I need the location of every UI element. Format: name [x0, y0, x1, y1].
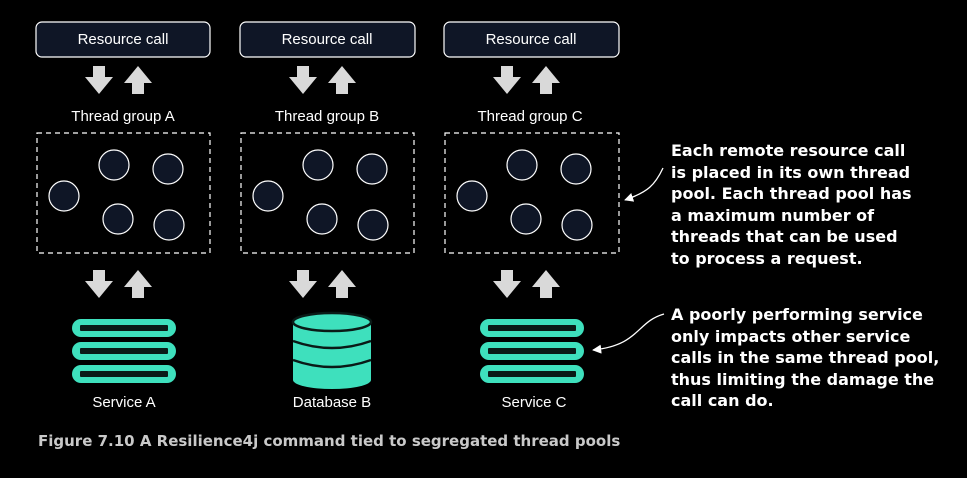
figure-caption: Figure 7.10 A Resilience4j command tied … — [38, 432, 621, 450]
resource-call-box — [443, 21, 620, 58]
thread-pool-box — [36, 132, 211, 254]
column-b: Resource call Thread group B — [239, 21, 416, 411]
thread-pool-box — [240, 132, 415, 254]
thread-circle-icon — [153, 209, 185, 241]
thread-circle-icon — [102, 203, 134, 235]
resource-call-label: Resource call — [78, 31, 169, 48]
resource-call-box — [239, 21, 416, 58]
database-icon — [291, 311, 373, 389]
column-a: Resource call Thread group A — [35, 21, 211, 411]
thread-pool-box — [444, 132, 620, 254]
service-callout-connector — [592, 313, 665, 354]
resource-call-box — [35, 21, 211, 58]
thread-circle-icon — [302, 149, 334, 181]
target-label: Service A — [92, 394, 155, 411]
thread-circles — [252, 149, 389, 241]
pool-callout-connector — [624, 167, 664, 202]
down-up-arrows-icon — [493, 270, 560, 298]
resource-call-label: Resource call — [282, 31, 373, 48]
down-up-arrows-icon — [85, 66, 152, 94]
down-up-arrows-icon — [85, 270, 152, 298]
thread-circle-icon — [510, 203, 542, 235]
down-up-arrows-icon — [289, 66, 356, 94]
server-stack-icon — [72, 319, 176, 383]
target-label: Service C — [501, 394, 566, 411]
thread-circle-icon — [456, 180, 488, 212]
thread-circle-icon — [560, 153, 592, 185]
thread-group-label: Thread group C — [477, 108, 582, 125]
pool-annotation: Each remote resource call is placed in i… — [671, 141, 912, 268]
target-label: Database B — [293, 394, 371, 411]
thread-circle-icon — [98, 149, 130, 181]
resource-call-label: Resource call — [486, 31, 577, 48]
service-annotation: A poorly performing service only impacts… — [671, 305, 940, 410]
thread-circle-icon — [506, 149, 538, 181]
thread-circle-icon — [561, 209, 593, 241]
thread-circle-icon — [48, 180, 80, 212]
down-up-arrows-icon — [289, 270, 356, 298]
thread-circle-icon — [252, 180, 284, 212]
thread-circle-icon — [357, 209, 389, 241]
down-up-arrows-icon — [493, 66, 560, 94]
thread-circle-icon — [306, 203, 338, 235]
server-stack-icon — [480, 319, 584, 383]
thread-group-label: Thread group B — [275, 108, 379, 125]
column-c: Resource call Thread group C — [443, 21, 620, 411]
thread-circles — [48, 149, 185, 241]
thread-circle-icon — [356, 153, 388, 185]
thread-circle-icon — [152, 153, 184, 185]
thread-circles — [456, 149, 593, 241]
thread-group-label: Thread group A — [71, 108, 174, 125]
